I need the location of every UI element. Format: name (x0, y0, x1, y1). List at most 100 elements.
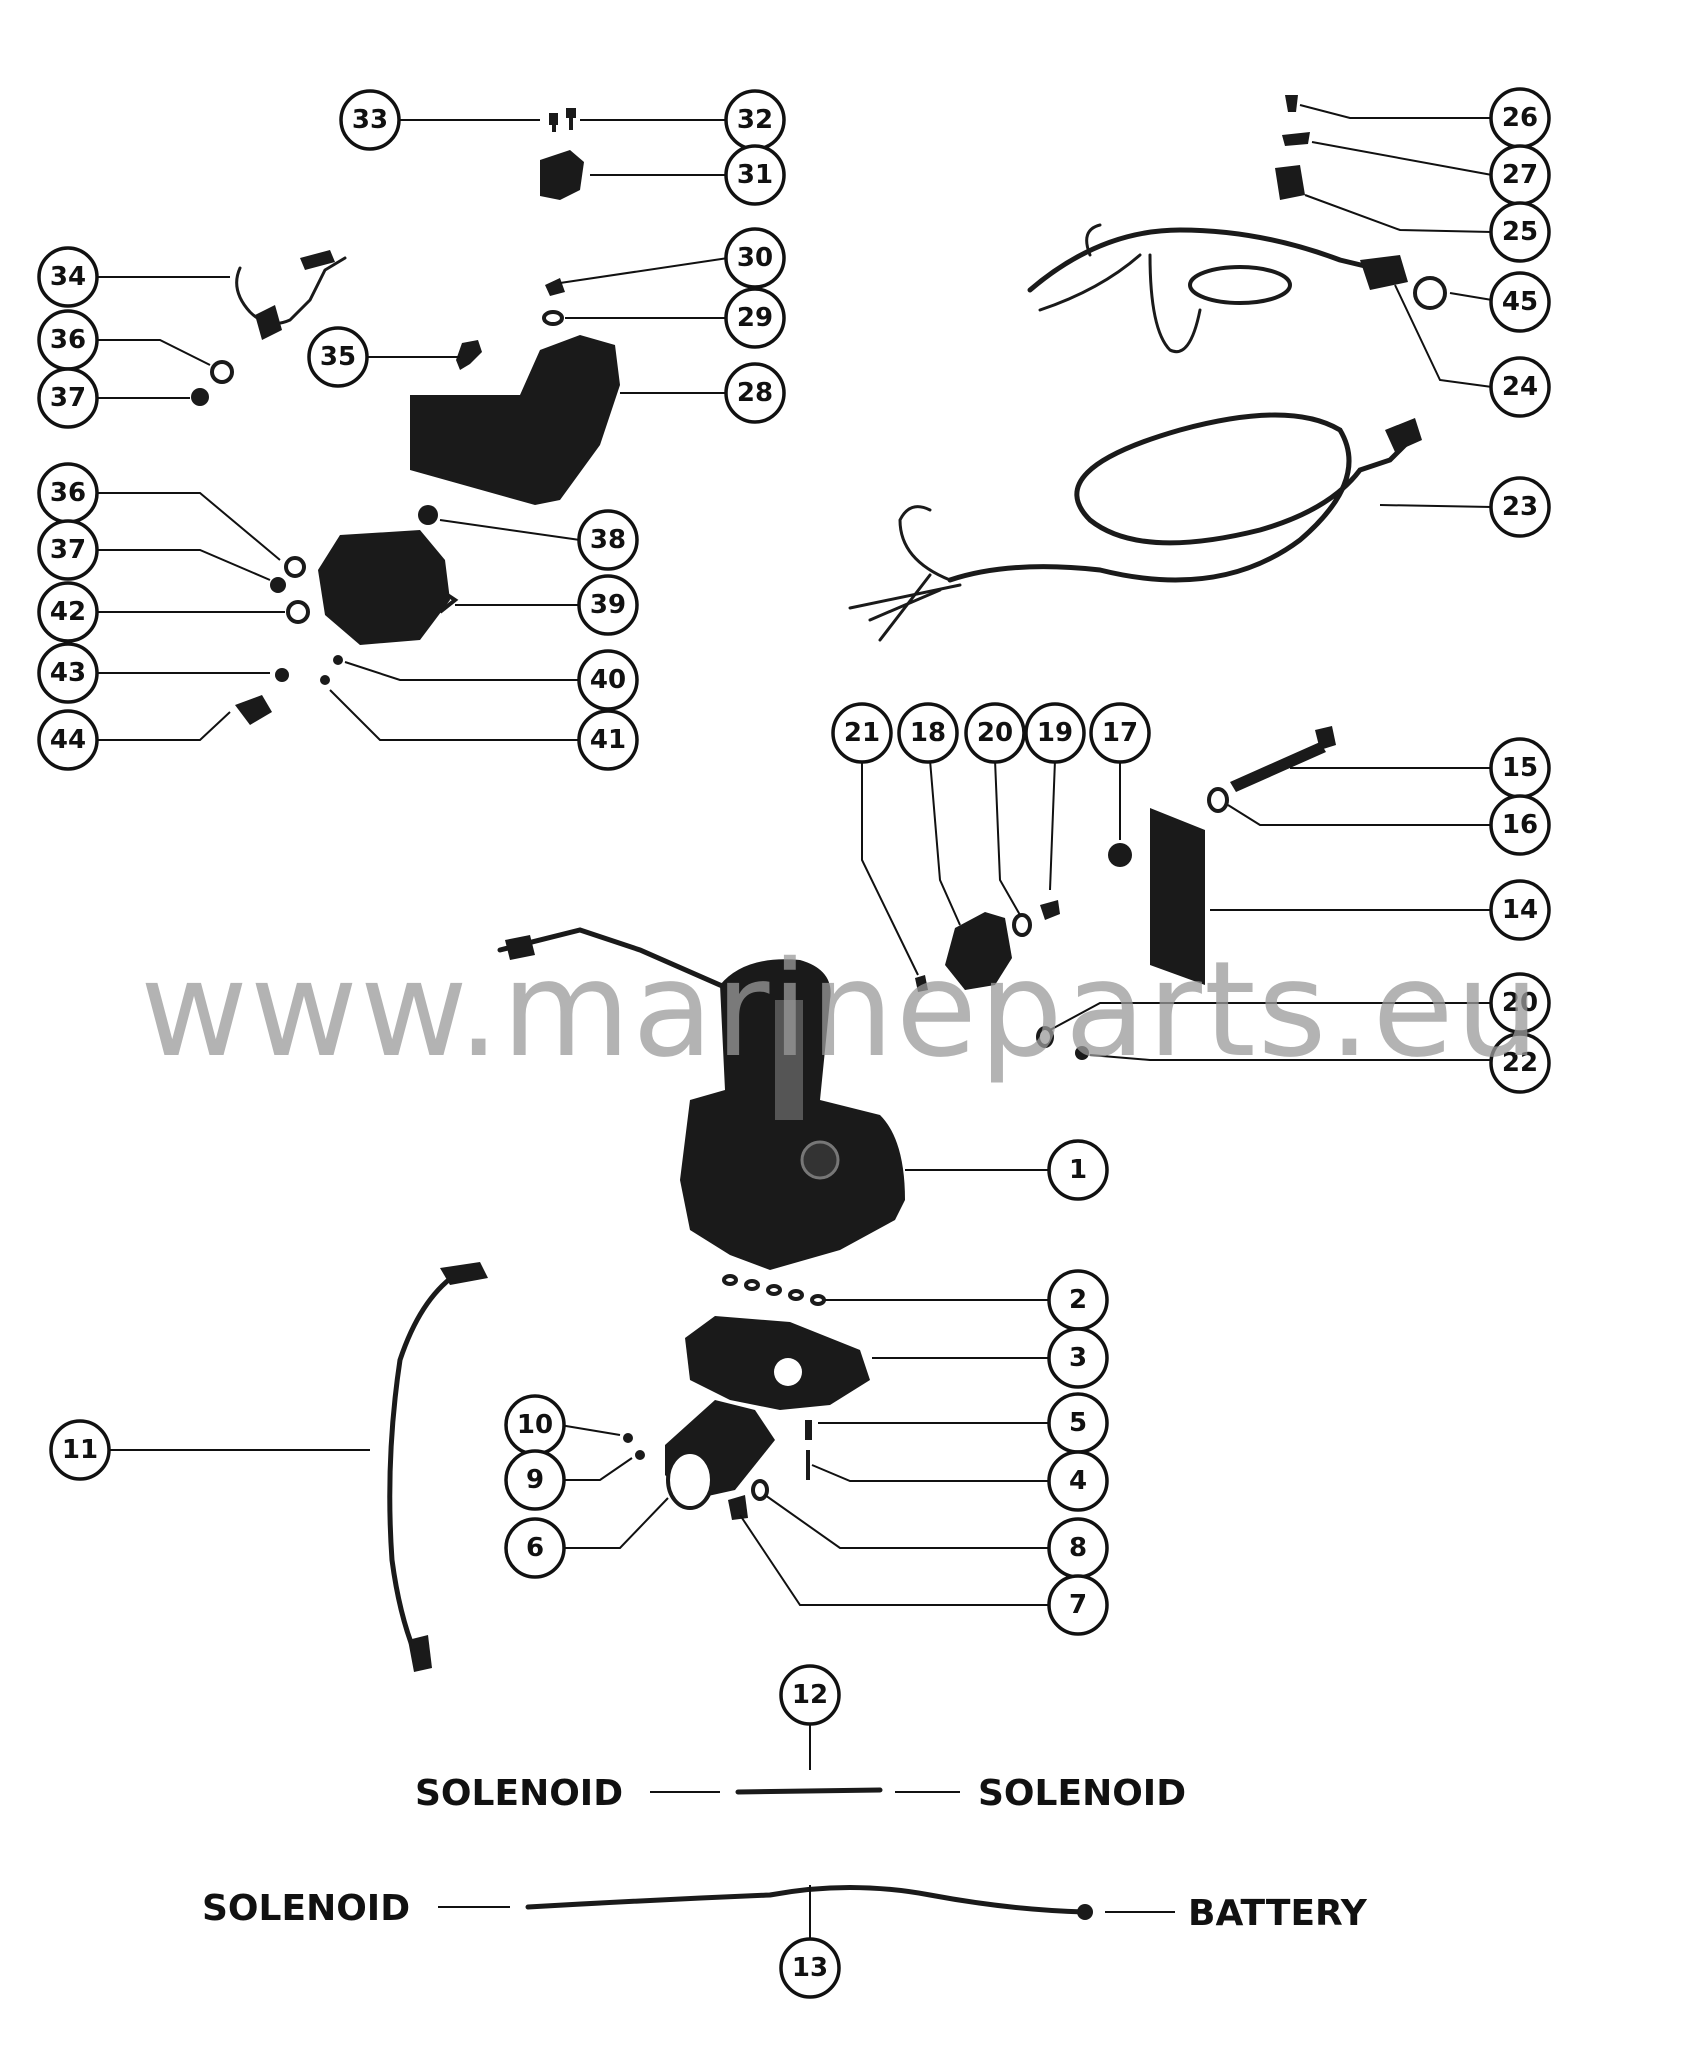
callout-34[interactable]: 34 (37, 246, 99, 308)
callout-33[interactable]: 33 (339, 89, 401, 151)
terminal-34b-icon (255, 305, 282, 340)
nut-30-icon (545, 278, 565, 296)
svg-text:28: 28 (737, 378, 773, 408)
svg-text:13: 13 (792, 1953, 828, 1983)
harness-24-loop (1188, 265, 1292, 305)
callout-3[interactable]: 3 (1047, 1327, 1109, 1389)
callout-13[interactable]: 13 (779, 1937, 841, 1999)
svg-text:19: 19 (1037, 718, 1073, 748)
harness-23-branch-a (898, 505, 952, 582)
callout-19[interactable]: 19 (1024, 702, 1086, 764)
callout-23[interactable]: 23 (1489, 476, 1551, 538)
washer-40-icon (333, 655, 343, 665)
callout-32[interactable]: 32 (724, 89, 786, 151)
cable-11-terminal-a (440, 1262, 488, 1285)
callout-45[interactable]: 45 (1489, 271, 1551, 333)
svg-text:36: 36 (50, 325, 86, 355)
solenoid-tab-icon (438, 588, 459, 614)
svg-text:43: 43 (50, 658, 86, 688)
svg-text:35: 35 (320, 342, 356, 372)
callout-29[interactable]: 29 (724, 287, 786, 349)
cable-13-icon (525, 1885, 1088, 1915)
callout-2[interactable]: 2 (1047, 1269, 1109, 1331)
callout-5[interactable]: 5 (1047, 1392, 1109, 1454)
svg-text:11: 11 (62, 1435, 98, 1465)
callout-44[interactable]: 44 (37, 709, 99, 771)
svg-text:31: 31 (737, 160, 773, 190)
callout-11[interactable]: 11 (49, 1419, 111, 1481)
svg-text:44: 44 (50, 725, 86, 755)
o-ring-45-icon (1413, 276, 1447, 310)
callout-7[interactable]: 7 (1047, 1574, 1109, 1636)
washers-2-icon (722, 1274, 826, 1306)
washer-36b-icon (284, 556, 306, 578)
svg-text:37: 37 (50, 535, 86, 565)
svg-text:6: 6 (526, 1533, 544, 1563)
callout-1[interactable]: 1 (1047, 1139, 1109, 1201)
callout-31[interactable]: 31 (724, 144, 786, 206)
cable13-right-label: BATTERY (1188, 1893, 1368, 1934)
svg-text:12: 12 (792, 1680, 828, 1710)
nut-43-icon (275, 668, 289, 682)
callout-4[interactable]: 4 (1047, 1450, 1109, 1512)
screw-33-icon (549, 113, 558, 132)
screw-26-icon (1285, 95, 1298, 112)
callout-20[interactable]: 20 (964, 702, 1026, 764)
callout-35[interactable]: 35 (307, 326, 369, 388)
svg-text:39: 39 (590, 590, 626, 620)
nut-41-icon (320, 675, 330, 685)
svg-text:7: 7 (1069, 1590, 1087, 1620)
svg-text:9: 9 (526, 1465, 544, 1495)
cable-13-terminal (1077, 1904, 1093, 1920)
callout-12[interactable]: 12 (779, 1664, 841, 1726)
callout-37[interactable]: 37 (37, 367, 99, 429)
callout-36b[interactable]: 36 (37, 462, 99, 524)
cable-12-icon (735, 1787, 883, 1795)
callout-9[interactable]: 9 (504, 1449, 566, 1511)
callout-18[interactable]: 18 (897, 702, 959, 764)
callout-16[interactable]: 16 (1489, 794, 1551, 856)
svg-text:4: 4 (1069, 1466, 1087, 1496)
leader-lines (95, 104, 1493, 1940)
callout-8[interactable]: 8 (1047, 1517, 1109, 1579)
washer-42-icon (286, 600, 310, 624)
harness-24-branch-a (1085, 223, 1102, 257)
svg-text:5: 5 (1069, 1408, 1087, 1438)
svg-text:1: 1 (1069, 1155, 1087, 1185)
callout-28[interactable]: 28 (724, 362, 786, 424)
svg-text:42: 42 (50, 597, 86, 627)
callout-30[interactable]: 30 (724, 227, 786, 289)
callout-21[interactable]: 21 (831, 702, 893, 764)
callout-40[interactable]: 40 (577, 649, 639, 711)
callout-10[interactable]: 10 (504, 1394, 566, 1456)
callout-38[interactable]: 38 (577, 509, 639, 571)
callout-42[interactable]: 42 (37, 581, 99, 643)
nut-37b-icon (270, 577, 286, 593)
clip-27-icon (1282, 132, 1310, 146)
callout-36[interactable]: 36 (37, 309, 99, 371)
callout-20b[interactable]: 20 (1489, 972, 1551, 1034)
fuse-holder-25-icon (1275, 165, 1305, 200)
svg-text:16: 16 (1502, 810, 1538, 840)
callout-41[interactable]: 41 (577, 709, 639, 771)
svg-text:20: 20 (977, 718, 1013, 748)
washer-10-icon (623, 1433, 633, 1443)
svg-text:36: 36 (50, 478, 86, 508)
callout-22[interactable]: 22 (1489, 1032, 1551, 1094)
callout-17[interactable]: 17 (1089, 702, 1151, 764)
pin-5-icon (805, 1420, 812, 1440)
callout-24[interactable]: 24 (1489, 356, 1551, 418)
callout-37b[interactable]: 37 (37, 519, 99, 581)
svg-text:20: 20 (1502, 988, 1538, 1018)
valve-block-port (774, 1358, 802, 1386)
callout-6[interactable]: 6 (504, 1517, 566, 1579)
connector-24-icon (1360, 255, 1408, 290)
svg-text:14: 14 (1502, 895, 1538, 925)
callout-15[interactable]: 15 (1489, 737, 1551, 799)
callout-39[interactable]: 39 (577, 574, 639, 636)
callout-26[interactable]: 26 (1489, 87, 1551, 149)
callout-25[interactable]: 25 (1489, 201, 1551, 263)
callout-43[interactable]: 43 (37, 642, 99, 704)
callout-27[interactable]: 27 (1489, 144, 1551, 206)
callout-14[interactable]: 14 (1489, 879, 1551, 941)
